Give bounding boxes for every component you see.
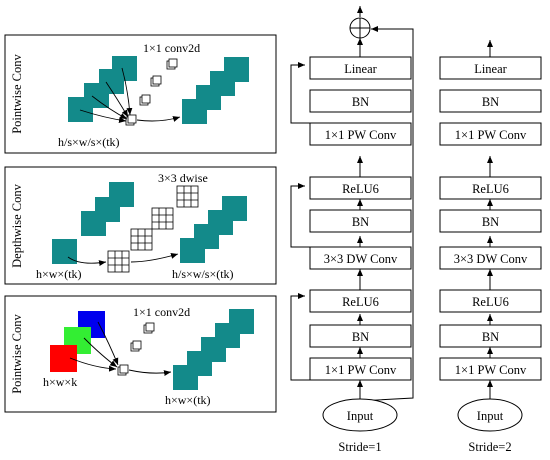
block-pw-conv: 1×1 PW Conv xyxy=(325,128,397,142)
kernel-cubes xyxy=(117,322,155,376)
input-dim-label: h×w×k xyxy=(43,375,77,389)
block-bn: BN xyxy=(482,330,499,344)
panel-side-label: Pointwise Conv xyxy=(10,53,24,133)
block-pw-conv: 1×1 PW Conv xyxy=(455,363,527,377)
feature-map xyxy=(182,99,207,124)
block-bn: BN xyxy=(352,95,369,109)
input-dim-label: h×w×(tk) xyxy=(36,267,82,281)
output-feature-stack xyxy=(173,309,254,390)
block-pw-conv: 1×1 PW Conv xyxy=(325,363,397,377)
output-feature-stack xyxy=(182,57,249,124)
kernel-label: 1×1 conv2d xyxy=(143,41,200,55)
feature-map xyxy=(180,238,205,263)
block-bn: BN xyxy=(482,95,499,109)
stride2-caption: Stride=2 xyxy=(468,440,511,454)
block-dw-conv: 3×3 DW Conv xyxy=(324,252,398,266)
block-relu6: ReLU6 xyxy=(342,182,379,196)
panel-frame xyxy=(4,166,277,285)
kernel-cubes xyxy=(125,58,178,126)
input-node: Input xyxy=(477,409,504,423)
panel-frame xyxy=(4,34,277,154)
block-linear: Linear xyxy=(474,62,507,76)
input-node: Input xyxy=(347,409,374,423)
input-feature-stack xyxy=(68,56,137,122)
block-relu6: ReLU6 xyxy=(472,295,509,309)
block-pw-conv: 1×1 PW Conv xyxy=(455,128,527,142)
panel-side-label: Depthwise Conv xyxy=(10,183,24,267)
conv-arrows xyxy=(79,67,181,123)
block-dw-conv: 3×3 DW Conv xyxy=(454,252,528,266)
feature-map xyxy=(81,211,106,236)
panel-pointwise-top: Pointwise Conv 1× xyxy=(4,34,277,154)
conv-arrows xyxy=(67,253,179,267)
block-linear: Linear xyxy=(344,62,377,76)
conv-arrows xyxy=(69,321,172,377)
panel-side-label: Pointwise Conv xyxy=(10,313,24,393)
panel-depthwise: Depthwise Conv 3×3 dwise h×w×(tk) h/s×w/… xyxy=(4,166,277,285)
feature-map xyxy=(173,365,198,390)
output-dim-label: h×w×(tk) xyxy=(165,393,211,407)
feature-map xyxy=(68,97,93,122)
block-relu6: ReLU6 xyxy=(342,295,379,309)
stride1-blocks: Linear BN 1×1 PW Conv ReLU6 BN 3×3 DW Co… xyxy=(309,56,412,454)
dim-label: h/s×w/s×(tk) xyxy=(58,135,120,149)
input-channel-red xyxy=(50,345,77,372)
block-bn: BN xyxy=(482,215,499,229)
kernel-label: 1×1 conv2d xyxy=(133,305,190,319)
output-dim-label: h/s×w/s×(tk) xyxy=(172,267,234,281)
output-feature-stack xyxy=(180,196,247,263)
block-relu6: ReLU6 xyxy=(472,182,509,196)
dwise-kernel-grids xyxy=(107,185,199,273)
panel-frame xyxy=(4,295,277,413)
stride2-blocks: Linear BN 1×1 PW Conv ReLU6 BN 3×3 DW Co… xyxy=(439,56,542,454)
panel-pointwise-bottom: Pointwise Conv 1×1 conv2d h×w×k h×w×(tk) xyxy=(4,295,277,413)
input-feature-stack xyxy=(52,182,134,264)
kernel-label: 3×3 dwise xyxy=(158,171,208,185)
block-bn: BN xyxy=(352,330,369,344)
block-bn: BN xyxy=(352,215,369,229)
stride1-caption: Stride=1 xyxy=(338,440,381,454)
